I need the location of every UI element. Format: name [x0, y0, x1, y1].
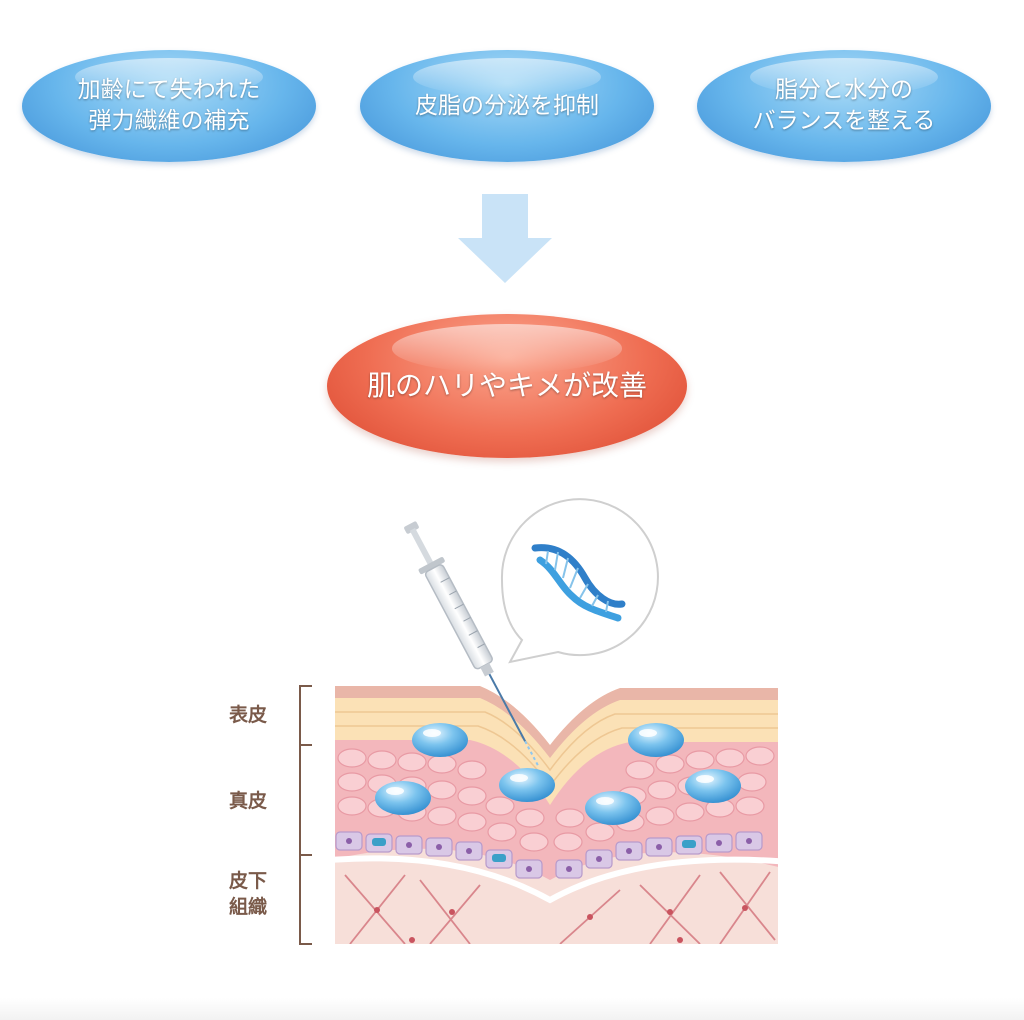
water-droplet-icon — [375, 723, 741, 825]
layer-label-subcutaneous: 皮下 組織 — [222, 868, 274, 920]
benefit-pill-elastic-fiber: 加齢にて失われた 弾力繊維の補充 — [22, 50, 316, 162]
layer-label-dermis: 真皮 — [228, 790, 267, 812]
syringe-icon — [404, 521, 541, 769]
benefit-text: 皮脂の分泌を抑制 — [415, 92, 599, 119]
result-pill: 肌のハリやキメが改善 — [327, 314, 687, 458]
benefit-text: バランスを整える — [752, 108, 936, 134]
benefit-text: 脂分と水分の — [775, 77, 913, 103]
skin-cross-section — [335, 686, 778, 944]
down-arrow-icon — [458, 194, 552, 283]
benefit-pill-oil-water-balance: 脂分と水分の バランスを整える — [697, 50, 991, 162]
layer-label-line: 組織 — [228, 896, 267, 918]
layer-label-epidermis: 表皮 — [228, 704, 267, 726]
footer-band — [0, 998, 1024, 1020]
layer-bracket — [299, 685, 312, 945]
speech-bubble — [500, 498, 659, 664]
layer-label-line: 皮下 — [228, 870, 267, 892]
benefit-text: 加齢にて失われた — [77, 77, 261, 103]
benefit-pill-sebum-control: 皮脂の分泌を抑制 — [360, 50, 654, 162]
result-text: 肌のハリやキメが改善 — [366, 369, 647, 402]
dna-icon — [531, 544, 626, 622]
benefit-text: 弾力繊維の補充 — [88, 108, 250, 134]
